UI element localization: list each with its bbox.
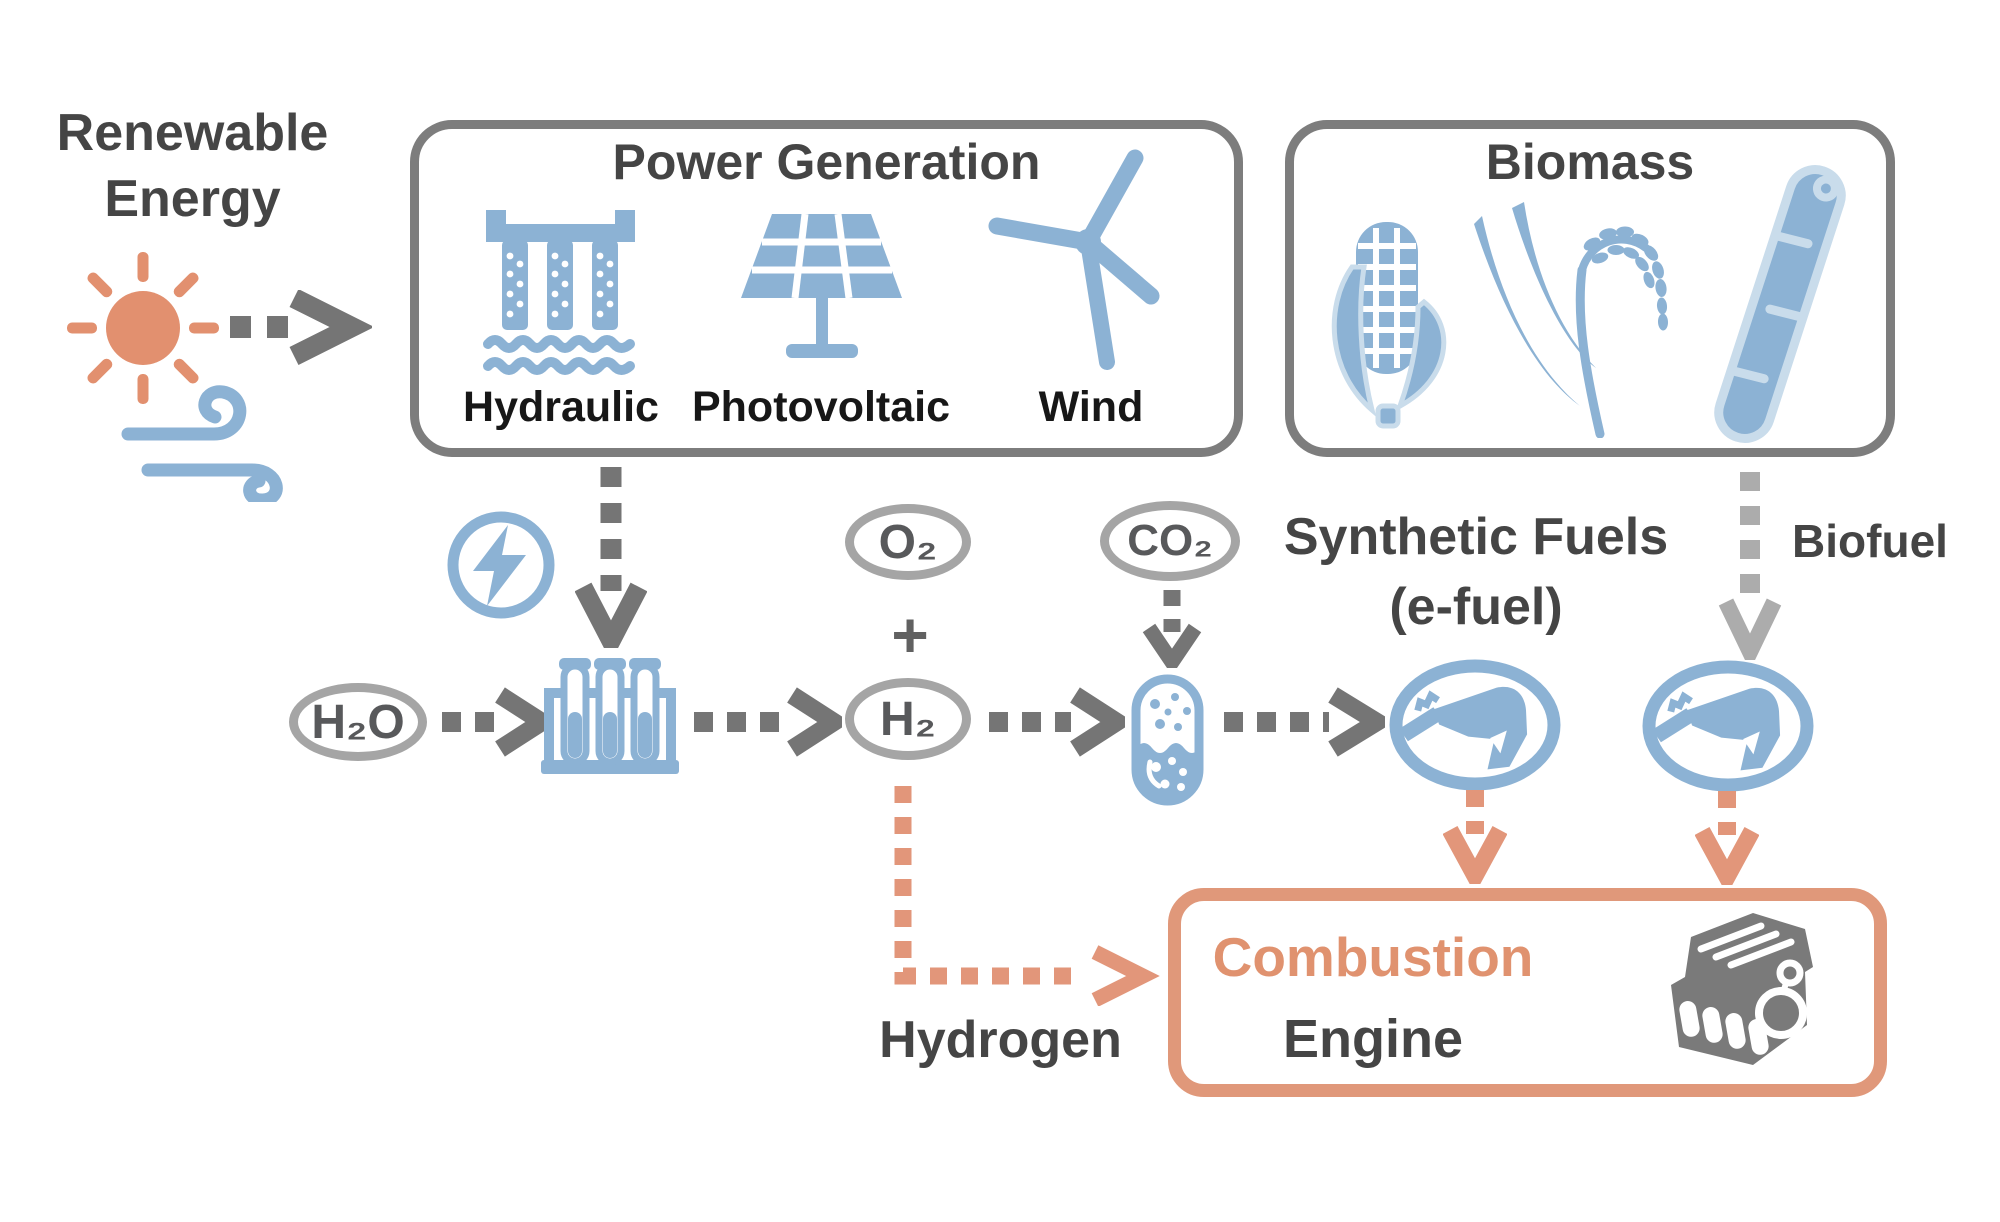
arrow-efuel-to-engine [1443,790,1507,884]
o2-label: O₂ [878,515,938,569]
h2o-node: H₂O [289,683,427,761]
combustion-title-line1: Combustion [1212,926,1534,988]
biofuel-label: Biofuel [1792,515,1948,567]
renewable-energy-title: Renewable Energy [25,100,360,232]
h2-label: H₂ [880,692,936,746]
synthetic-fuels-title-line2: (e-fuel) [1389,578,1563,636]
arrow-h2-to-synthesis [989,687,1125,757]
biomass-title: Biomass [1485,134,1695,190]
co2-node: CO₂ [1100,501,1240,581]
power-generation-title: Power Generation [612,134,1041,190]
renewable-energy-line1: Renewable [56,104,329,162]
sun-icon [67,252,219,404]
label-photovoltaic: Photovoltaic [691,383,951,431]
combustion-engine-box [1168,888,1887,1097]
co2-label: CO₂ [1127,516,1213,565]
arrow-power-to-electrolysis [575,467,647,648]
h2-node: H₂ [845,678,971,760]
sugarcane-icon [1714,165,1846,443]
arrow-biomass-to-biofuel [1718,472,1782,660]
combustion-title-line2: Engine [1282,1009,1463,1069]
arrow-h2-to-engine-hydrogen [894,786,1160,1006]
rice-plant-icon [1474,202,1669,438]
photovoltaic-panel-icon [741,213,902,358]
hydraulic-dam-icon [483,210,635,375]
wind-icon [121,385,283,502]
synthetic-fuels-title-line1: Synthetic Fuels [1283,508,1669,566]
arrow-renewable-to-power [230,290,372,365]
wind-turbine-icon [988,149,1160,370]
electricity-bolt-icon [447,511,555,619]
arrow-synthesis-to-efuel [1224,687,1385,757]
efuel-nozzle-icon [1389,659,1561,791]
arrow-h2o-to-electrolysis [442,687,550,757]
synthesis-capsule-icon [1131,674,1204,806]
renewable-energy-line2: Energy [104,170,281,228]
label-hydraulic: Hydraulic [463,383,659,431]
plus-sign: + [891,599,929,671]
label-wind: Wind [1038,383,1144,431]
hydrogen-label: Hydrogen [879,1011,1122,1069]
biofuel-nozzle-icon [1642,660,1814,792]
corn-icon [1331,222,1447,429]
o2-node: O₂ [845,504,971,580]
engine-icon [1671,913,1813,1065]
electrolysis-icon [541,658,679,774]
arrow-electrolysis-to-h2 [694,687,842,757]
arrow-biofuel-to-engine [1695,791,1759,885]
h2o-label: H₂O [311,695,405,749]
arrow-co2-to-synthesis [1142,590,1202,668]
